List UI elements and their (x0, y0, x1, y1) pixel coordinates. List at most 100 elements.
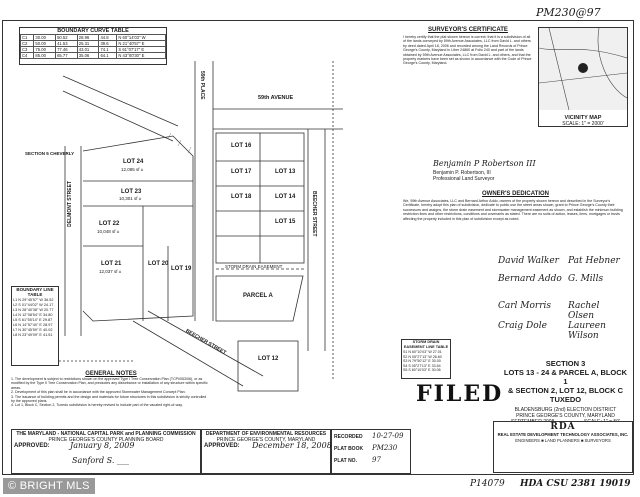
plat-no-value: 97 (372, 456, 381, 464)
site-marker (578, 63, 588, 73)
title-block: SECTION 3 LOTS 13 - 24 & PARCEL A, BLOCK… (503, 359, 628, 425)
der-approved-date: December 18, 2008 (252, 441, 332, 450)
general-notes: GENERAL NOTES 1. The development is subj… (11, 371, 211, 429)
lot-22: LOT 22 (99, 221, 120, 227)
vicinity-map-drawing (538, 27, 628, 111)
boundary-curve-title: BOUNDARY CURVE TABLE (57, 28, 129, 34)
general-notes-title: GENERAL NOTES (85, 371, 137, 377)
der-approval: DEPARTMENT OF ENVIRONMENTAL RESOURCES PR… (201, 429, 332, 474)
firm-block: RDA REAL ESTATE DEVELOPMENT TECHNOLOGY A… (493, 421, 633, 473)
general-notes-body: 1. The development is subject to restric… (11, 377, 208, 408)
lot-13: LOT 13 (275, 169, 296, 175)
beecher-south-a (132, 320, 244, 387)
parcel-a-outline (215, 275, 304, 322)
storm-drain-easement-label: STORM DRAIN EASEMENT (225, 264, 283, 269)
hatch-3 (187, 146, 192, 154)
lot-23: LOT 23 (121, 189, 142, 195)
storm-drain-title: STORM DRAIN EASEMENT LINE TABLE (403, 340, 449, 349)
firm-sub: ENGINEERS ■ LAND PLANNERS ■ SURVEYORS (515, 438, 611, 443)
owner-body: We, 59th Avenue Associates, LLC and Bern… (403, 199, 623, 221)
owner-signature-2: Pat Hebner (568, 256, 620, 266)
title-district: BLADENSBURG (2nd) ELECTION DISTRICT (514, 407, 617, 413)
mncppc-title: THE MARYLAND - NATIONAL CAPITAL PARK and… (16, 431, 196, 437)
owner-signature-1: David Walker (498, 256, 559, 266)
firm-name: REAL ESTATE DEVELOPMENT TECHNOLOGY ASSOC… (497, 432, 629, 437)
street-delmont: DELMONT STREET (67, 181, 73, 227)
surveyor-name: Benjamin P. Robertson, III (433, 170, 491, 176)
vicinity-title: VICINITY MAP (564, 115, 602, 121)
hatch-2 (177, 139, 182, 147)
lot-12-outline (237, 340, 299, 392)
recorded-label: RECORDED (334, 434, 363, 440)
title-county: PRINCE GEORGE'S COUNTY, MARYLAND (516, 413, 615, 419)
vicinity-map: VICINITY MAP SCALE: 1" = 2000' (538, 27, 628, 127)
title-line-1: SECTION 3 (545, 359, 586, 368)
owner-signature-4: G. Mills (568, 274, 604, 284)
title-line-4: TUXEDO (549, 395, 582, 404)
der-approved-label: APPROVED: (204, 443, 240, 449)
owner-signature-6: Rachel Olsen (568, 301, 600, 321)
plat-ref-top: PM230@97 (536, 6, 601, 19)
recording-box: RECORDED 10-27-09 PLAT BOOK PM230 PLAT N… (331, 429, 411, 474)
boundary-line-title: BOUNDARY LINE TABLE (16, 287, 54, 297)
street-place: 59th PLACE (199, 71, 205, 100)
lot-18: LOT 18 (231, 194, 252, 200)
surveyor-body: I hereby certify that the plat shown her… (403, 35, 532, 66)
mncppc-signature: Sanford S. ___ (72, 456, 129, 465)
owner-signature-8: Laureen Wilson (568, 321, 606, 341)
mncppc-county: PRINCE GEORGE'S COUNTY PLANNING BOARD (48, 437, 164, 443)
street-beecher-east: BEECHER STREET (311, 191, 317, 237)
owner-title: OWNER'S DEDICATION (482, 191, 549, 197)
lot-23-area: 10,301 sf ± (119, 196, 142, 201)
storm-drain-table: STORM DRAIN EASEMENT LINE TABLE S1 N 60°… (401, 339, 451, 379)
owner-signature-7: Craig Dole (498, 321, 547, 331)
plat-book-value: PM230 (372, 444, 398, 452)
filed-stamp: FILED (416, 381, 504, 407)
lot-22-area: 10,048 sf ± (97, 229, 120, 234)
owner-signature-5: Carl Morris (498, 301, 552, 311)
lot-24: LOT 24 (123, 159, 144, 165)
lot-24-area: 12,085 sf ± (121, 167, 144, 172)
der-county: PRINCE GEORGE'S COUNTY, MARYLAND (216, 437, 316, 443)
owners-dedication: OWNER'S DEDICATION We, 59th Avenue Assoc… (403, 191, 628, 356)
title-line-2: LOTS 13 - 24 & PARCEL A, BLOCK 1 (503, 368, 628, 386)
watermark: © BRIGHT MLS (3, 478, 95, 494)
der-title: DEPARTMENT OF ENVIRONMENTAL RESOURCES (205, 431, 327, 437)
plat-no-label: PLAT NO. (334, 458, 357, 464)
surveyor-role: Professional Land Surveyor (433, 176, 495, 182)
north-street-line-b (62, 90, 174, 142)
site-plan (23, 61, 343, 392)
boundary-line-table: BOUNDARY LINE TABLE L1 N 29°45'57" W 36.… (11, 286, 59, 366)
block-west (82, 135, 194, 322)
parcel-a: PARCEL A (243, 293, 273, 299)
lot-17: LOT 17 (231, 169, 252, 175)
title-line-3: & SECTION 2, LOT 12, BLOCK C (507, 386, 623, 395)
lot-12: LOT 12 (258, 356, 279, 362)
lot-16: LOT 16 (231, 143, 252, 149)
section-label: SECTION 5 CHEVERLY (25, 151, 75, 156)
footer-plat-id: P14079 (470, 479, 505, 489)
beecher-south-b (147, 310, 264, 377)
surveyor-signature: Benjamin P Robertson III (433, 159, 536, 168)
plat-book-label: PLAT BOOK (334, 446, 364, 452)
mncppc-approved-label: APPROVED: (14, 443, 50, 449)
footer-handwritten-ref: HDA CSU 2381 19019 (520, 479, 631, 489)
firm-logo: RDA (550, 422, 576, 432)
mncppc-approval: THE MARYLAND - NATIONAL CAPITAL PARK and… (11, 429, 201, 474)
lot-21-area: 12,037 sf ± (99, 269, 122, 274)
vicinity-scale: SCALE: 1" = 2000' (562, 121, 604, 127)
surveyor-certificate: SURVEYOR'S CERTIFICATE I hereby certify … (403, 27, 536, 187)
surveyor-title: SURVEYOR'S CERTIFICATE (428, 27, 508, 33)
lot-15: LOT 15 (275, 219, 296, 225)
lot-20: LOT 20 (148, 261, 169, 267)
mncppc-approved-date: January 8, 2009 (70, 441, 135, 450)
lot-21: LOT 21 (101, 261, 122, 267)
lot-19: LOT 19 (171, 266, 192, 272)
lot-14: LOT 14 (275, 194, 296, 200)
